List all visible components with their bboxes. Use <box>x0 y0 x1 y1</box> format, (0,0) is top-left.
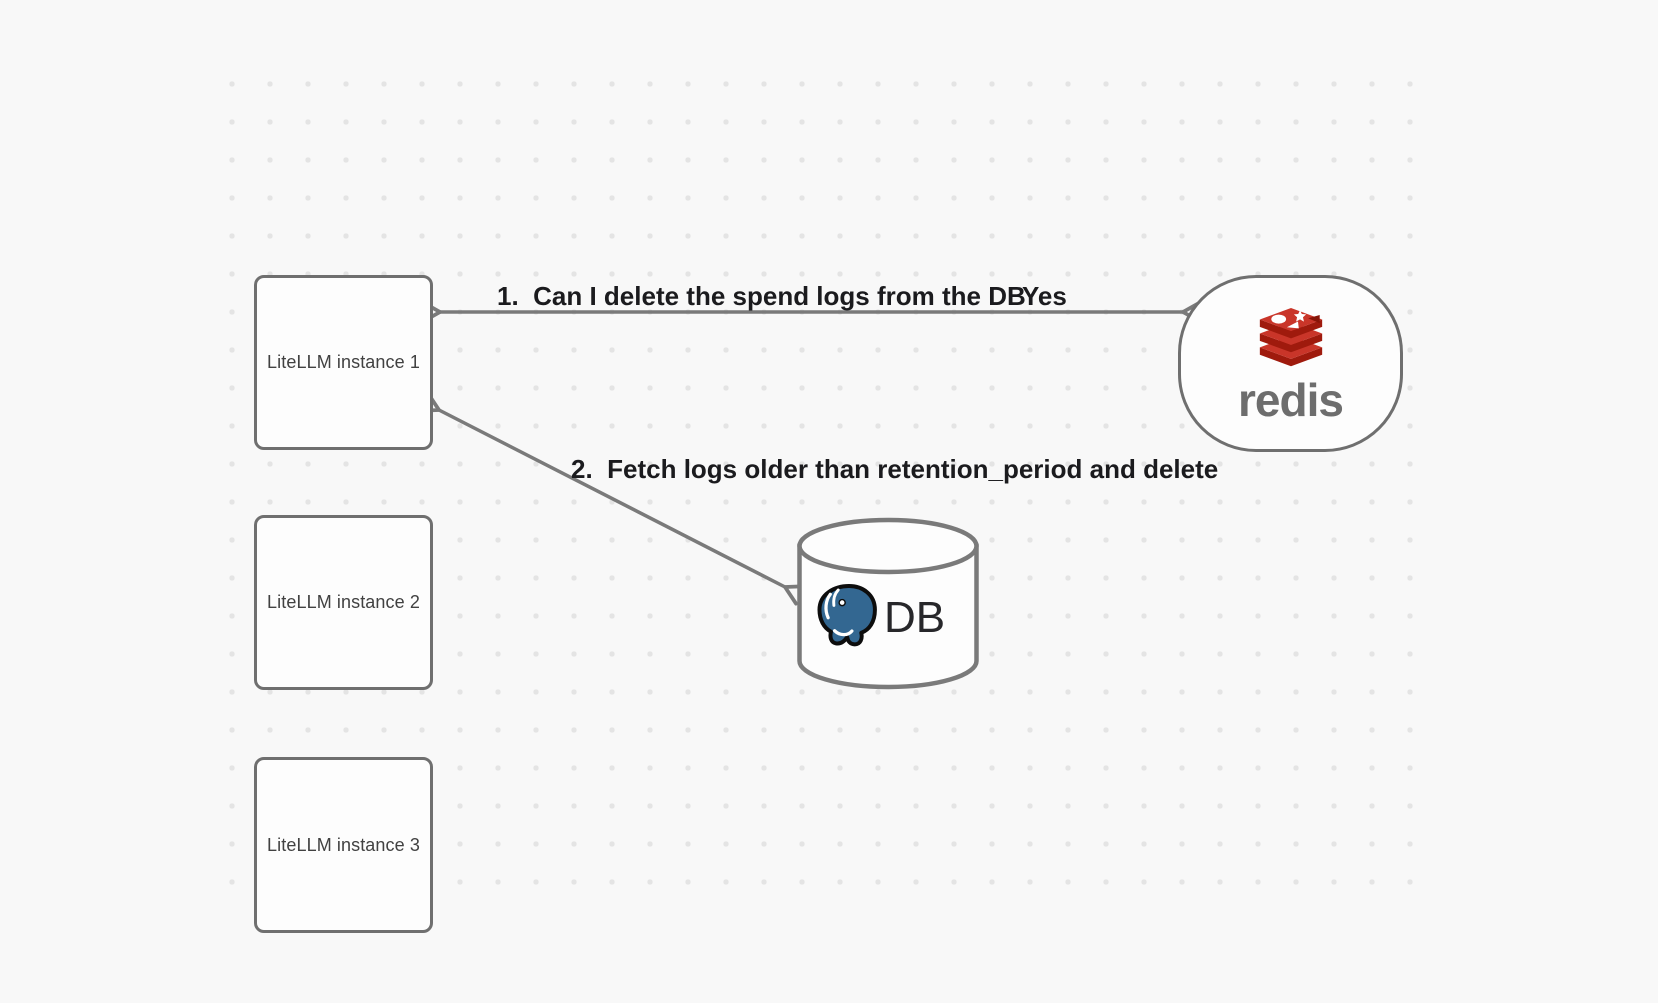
database-label: DB <box>884 593 946 642</box>
node-label: LiteLLM instance 2 <box>267 592 420 612</box>
redis-logo-icon <box>1259 307 1322 366</box>
node-litellm-instance-2[interactable]: LiteLLM instance 2 <box>254 515 433 690</box>
node-label: LiteLLM instance 3 <box>267 834 420 855</box>
edge-label-question[interactable]: 1. Can I delete the spend logs from the … <box>497 281 1026 311</box>
node-litellm-instance-3[interactable]: LiteLLM instance 3 <box>254 757 433 933</box>
node-label: LiteLLM instance 1 <box>267 352 420 372</box>
edge-label-fetch[interactable]: 2. Fetch logs older than retention_perio… <box>571 454 1219 484</box>
node-database[interactable]: DB <box>795 516 981 691</box>
node-redis[interactable]: redis <box>1178 275 1403 452</box>
edge-label-yes[interactable]: Yes <box>1022 281 1067 311</box>
redis-wordmark: redis <box>1238 373 1344 426</box>
postgresql-icon <box>817 584 877 647</box>
database-cylinder-icon <box>797 517 979 690</box>
edge-db-to-litellm1[interactable] <box>417 391 807 606</box>
node-litellm-instance-1[interactable]: LiteLLM instance 1 <box>254 275 433 450</box>
